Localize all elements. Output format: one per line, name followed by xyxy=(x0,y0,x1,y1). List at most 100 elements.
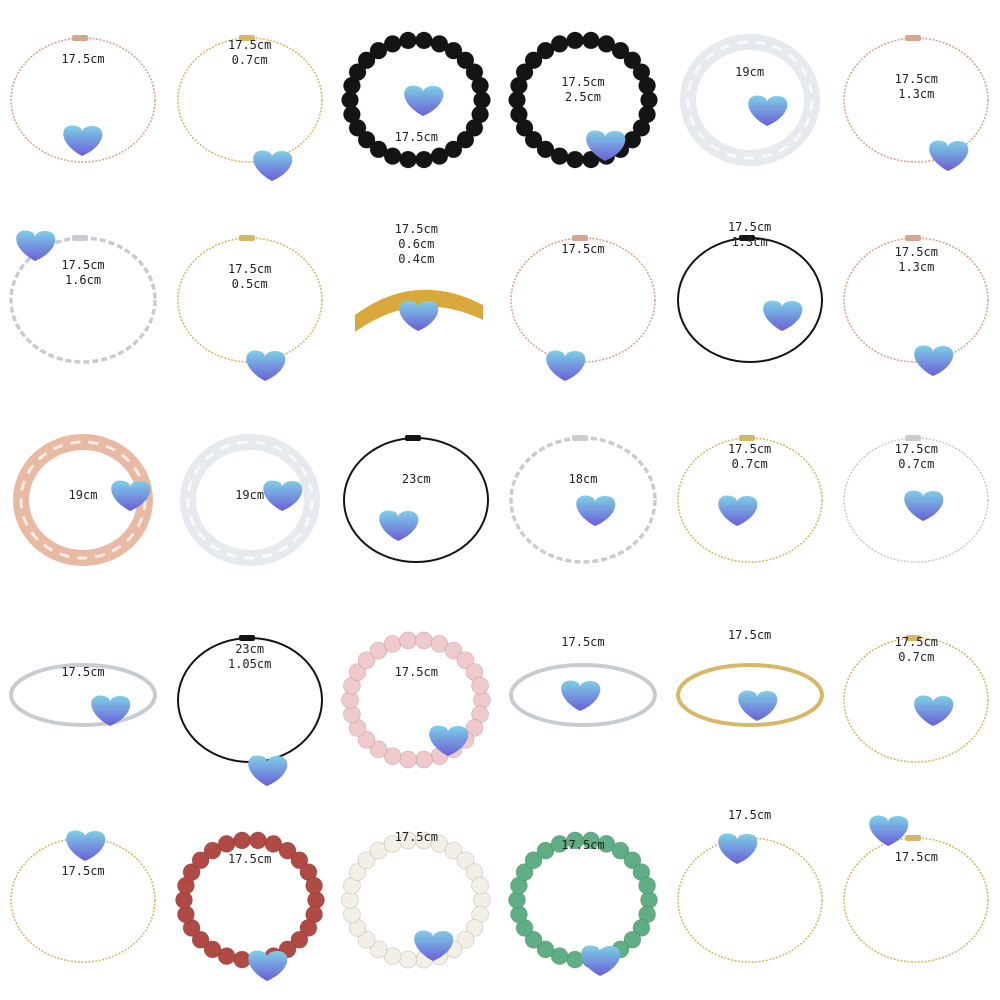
bracelet-item[interactable]: 17.5cm xyxy=(333,800,500,1000)
heart-icon xyxy=(262,480,302,511)
size-label-line: 2.5cm xyxy=(564,90,602,104)
bracelet-item[interactable]: 17.5cm xyxy=(0,800,167,1000)
bracelet-item[interactable]: 17.5cm xyxy=(666,800,834,1000)
bracelet-image xyxy=(13,434,153,566)
bracelet-image xyxy=(355,289,484,332)
bracelet-image xyxy=(509,435,657,564)
bracelet-item[interactable]: 17.5cm xyxy=(333,0,500,200)
bracelet-image xyxy=(179,434,320,566)
bracelet-item[interactable]: 19cm xyxy=(166,400,334,600)
bracelet-image xyxy=(10,35,156,163)
size-label: 19cm xyxy=(0,488,166,503)
size-label-line: 0.7cm xyxy=(731,457,768,471)
size-label-line: 1.3cm xyxy=(898,260,935,274)
heart-icon xyxy=(414,930,454,961)
bracelet-item[interactable]: 23cm xyxy=(333,400,500,600)
size-label-line: 23cm xyxy=(401,472,431,486)
bracelet-item[interactable]: 17.5cm xyxy=(666,600,834,800)
size-label-line: 18cm xyxy=(568,472,598,486)
size-label: 17.5cm xyxy=(667,628,833,643)
heart-icon xyxy=(379,510,419,541)
heart-icon xyxy=(717,495,757,526)
size-label: 17.5cm xyxy=(833,850,999,865)
size-label-line: 1.6cm xyxy=(64,273,102,287)
bracelet-item[interactable]: 19cm xyxy=(0,400,167,600)
size-label-line: 19cm xyxy=(735,65,765,79)
bracelet-item[interactable]: 17.5cm xyxy=(0,600,167,800)
size-label-line: 0.7cm xyxy=(898,457,935,471)
bracelet-image xyxy=(843,435,990,563)
bracelet-image xyxy=(508,663,657,727)
bracelet-image xyxy=(508,31,658,169)
heart-icon xyxy=(66,830,106,861)
size-label-line: 17.5cm xyxy=(227,38,272,52)
bracelet-item[interactable]: 18cm xyxy=(499,400,667,600)
heart-icon xyxy=(762,300,802,331)
size-label-line: 17.5cm xyxy=(894,245,938,259)
bracelet-image xyxy=(843,235,990,376)
size-label-line: 17.5cm xyxy=(394,222,438,236)
bracelet-image xyxy=(176,235,323,381)
size-label-line: 17.5cm xyxy=(727,808,772,822)
bracelet-item[interactable]: 17.5cm xyxy=(499,800,667,1000)
bracelet-image xyxy=(341,31,492,169)
size-label-line: 17.5cm xyxy=(561,75,605,89)
bracelet-image xyxy=(174,831,325,981)
size-label-line: 19cm xyxy=(68,488,98,502)
size-label-line: 0.5cm xyxy=(231,277,268,291)
bracelet-image xyxy=(341,831,492,969)
bracelet-item[interactable]: 17.5cm xyxy=(166,800,334,1000)
heart-icon xyxy=(111,480,151,511)
bracelet-item[interactable]: 17.5cm xyxy=(333,600,500,800)
size-label: 18cm xyxy=(500,472,666,487)
size-label-line: 17.5cm xyxy=(727,442,772,456)
bracelet-image xyxy=(343,435,490,563)
bracelet-item[interactable]: 19cm xyxy=(666,0,834,200)
size-label: 17.5cm xyxy=(333,830,499,845)
size-label: 17.5cm xyxy=(500,242,666,257)
bracelet-image xyxy=(9,663,157,727)
heart-icon xyxy=(581,945,621,976)
bracelet-item[interactable]: 17.5cm xyxy=(499,600,667,800)
size-label-line: 17.5cm xyxy=(727,628,772,642)
size-label-line: 17.5cm xyxy=(61,258,105,272)
size-label-line: 1.3cm xyxy=(898,87,935,101)
bracelet-image xyxy=(676,833,823,963)
heart-icon xyxy=(561,680,601,711)
size-label-line: 23cm xyxy=(235,642,265,656)
size-label-line: 0.4cm xyxy=(398,252,435,266)
bracelet-item[interactable]: 17.5cm xyxy=(499,200,667,400)
bracelet-item[interactable]: 17.5cm xyxy=(833,800,1000,1000)
bracelet-image xyxy=(679,34,820,166)
size-label-line: 17.5cm xyxy=(561,635,605,649)
heart-icon xyxy=(91,695,131,726)
size-label: 17.5cm xyxy=(333,130,499,145)
size-label-line: 0.7cm xyxy=(898,650,935,664)
size-label-line: 17.5cm xyxy=(894,442,938,456)
bracelet-image xyxy=(508,831,658,976)
bracelet-item[interactable]: 17.5cm xyxy=(0,0,167,200)
size-label: 17.5cm xyxy=(0,665,166,680)
heart-icon xyxy=(914,345,954,376)
